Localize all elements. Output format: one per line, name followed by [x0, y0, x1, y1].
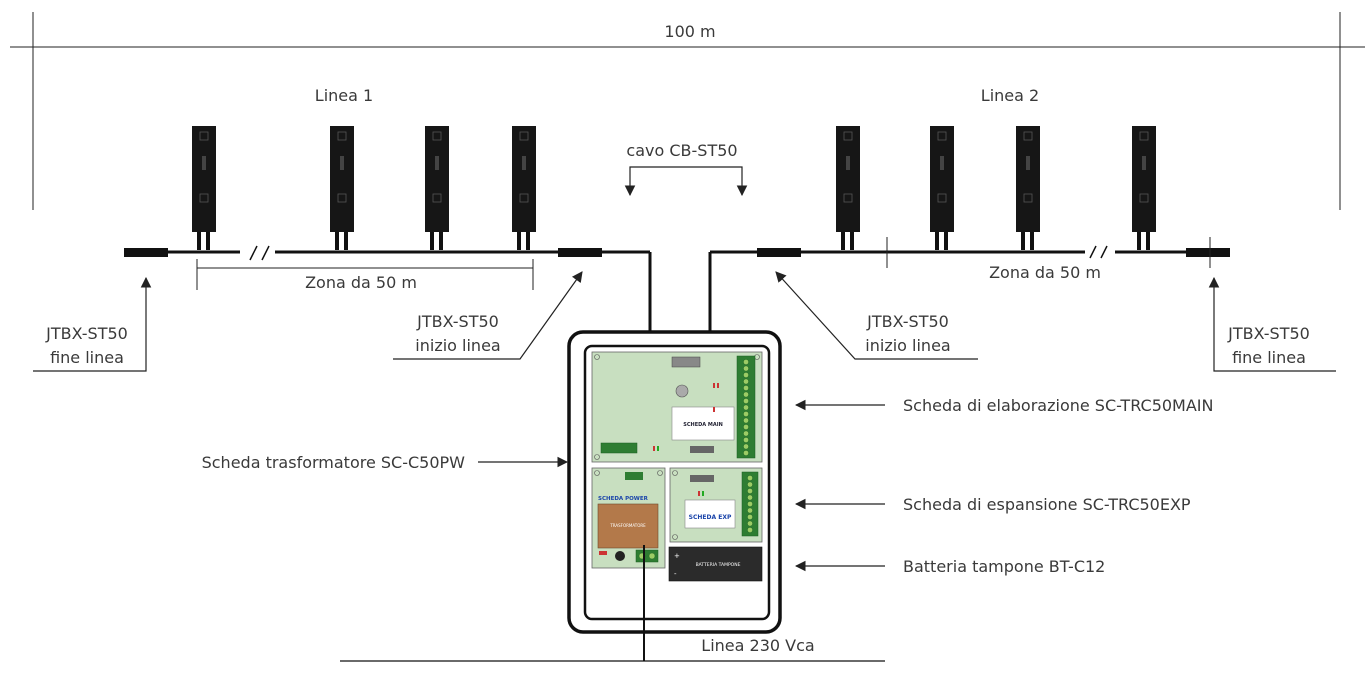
svg-text:inizio linea: inizio linea	[865, 336, 950, 355]
svg-text:Batteria tampone BT-C12: Batteria tampone BT-C12	[903, 557, 1105, 576]
power-supply-line: Linea 230 Vca	[340, 545, 885, 662]
exp-board-chip-label: SCHEDA EXP	[689, 514, 732, 521]
jtbx-right-start	[757, 248, 801, 257]
jtbx-right-end	[1186, 248, 1230, 257]
zone-right: Zona da 50 m	[886, 237, 1211, 282]
svg-text:JTBX-ST50: JTBX-ST50	[866, 312, 949, 331]
callout-main-board: Scheda di elaborazione SC-TRC50MAIN	[794, 396, 1214, 415]
svg-text:Scheda di espansione SC-TRC50E: Scheda di espansione SC-TRC50EXP	[903, 495, 1191, 514]
cable-label: cavo CB-ST50	[626, 141, 737, 160]
callout-transformer-board: Scheda trasformatore SC-C50PW	[202, 453, 569, 472]
sensor-column	[1016, 126, 1040, 250]
svg-text:Scheda di elaborazione SC-TRC5: Scheda di elaborazione SC-TRC50MAIN	[903, 396, 1214, 415]
svg-text:+: +	[674, 552, 680, 560]
callout-battery: Batteria tampone BT-C12	[794, 557, 1105, 576]
sensor-column	[330, 126, 354, 250]
terminal-screw	[747, 475, 753, 481]
zone-left-label: Zona da 50 m	[305, 273, 417, 292]
jtbx-left-start	[558, 248, 602, 257]
sensor-column	[836, 126, 860, 250]
callout-right-start: JTBX-ST50 inizio linea	[775, 271, 978, 360]
main-terminal-block	[743, 359, 749, 456]
svg-text:Scheda trasformatore SC-C50PW: Scheda trasformatore SC-C50PW	[202, 453, 466, 472]
sensor-columns	[192, 126, 1156, 250]
power-board: SCHEDA POWER TRASFORMATORE	[591, 467, 666, 569]
sensor-column	[425, 126, 449, 250]
sensor-column	[512, 126, 536, 250]
jtbx-left-end	[124, 248, 168, 257]
main-board: SCHEDA MAIN	[591, 351, 763, 463]
terminal-screw	[747, 488, 753, 494]
terminal-screw	[747, 514, 753, 520]
line2-label: Linea 2	[981, 86, 1039, 105]
terminal-screw	[743, 385, 749, 391]
sensor-column	[930, 126, 954, 250]
svg-text:fine linea: fine linea	[50, 348, 124, 367]
terminal-screw	[747, 520, 753, 527]
terminal-screw	[747, 501, 753, 507]
sensor-column	[192, 126, 216, 250]
main-board-chip-label: SCHEDA MAIN	[683, 422, 723, 428]
terminal-screw	[743, 372, 749, 378]
terminal-screw	[743, 424, 749, 430]
terminal-screw	[743, 430, 749, 437]
terminal-screw	[743, 437, 749, 443]
terminal-screw	[743, 443, 749, 450]
terminal-screw	[747, 527, 753, 533]
line1-label: Linea 1	[315, 86, 373, 105]
terminal-screw	[743, 359, 749, 365]
terminal-screw	[743, 404, 749, 411]
terminal-screw	[747, 494, 753, 501]
zone-left: Zona da 50 m	[196, 259, 534, 292]
terminal-screw	[743, 398, 749, 404]
svg-text:inizio linea: inizio linea	[415, 336, 500, 355]
transformer-label: TRASFORMATORE	[609, 523, 646, 528]
terminal-screw	[747, 481, 753, 488]
terminal-screw	[743, 411, 749, 417]
terminal-screw	[743, 391, 749, 398]
battery: + - BATTERIA TAMPONE	[668, 546, 763, 582]
svg-text:JTBX-ST50: JTBX-ST50	[416, 312, 499, 331]
terminal-screw	[747, 507, 753, 514]
callout-left-end: JTBX-ST50 fine linea	[33, 276, 152, 372]
cable-annotation: cavo CB-ST50	[624, 141, 748, 197]
terminal-screw	[743, 450, 749, 456]
svg-text:JTBX-ST50: JTBX-ST50	[45, 324, 128, 343]
callout-expansion-board: Scheda di espansione SC-TRC50EXP	[794, 495, 1191, 514]
svg-text:-: -	[674, 570, 677, 578]
terminal-screw	[743, 378, 749, 385]
battery-label: BATTERIA TAMPONE	[696, 562, 741, 568]
power-board-label: SCHEDA POWER	[598, 496, 649, 502]
control-box: SCHEDA MAIN SCHEDA POWER TRASFORMATORE	[567, 330, 782, 634]
exp-terminal-block	[747, 475, 753, 533]
callout-right-end: JTBX-ST50 fine linea	[1208, 276, 1336, 372]
expansion-board: SCHEDA EXP	[669, 467, 763, 543]
terminal-screw	[743, 365, 749, 372]
svg-text:fine linea: fine linea	[1232, 348, 1306, 367]
dimension-100m: 100 m	[10, 12, 1365, 210]
power-line-label: Linea 230 Vca	[701, 636, 814, 655]
callout-left-start: JTBX-ST50 inizio linea	[393, 271, 583, 360]
terminal-screw	[743, 417, 749, 424]
dimension-label: 100 m	[664, 22, 715, 41]
svg-text:JTBX-ST50: JTBX-ST50	[1227, 324, 1310, 343]
sensor-column	[1132, 126, 1156, 250]
zone-right-label: Zona da 50 m	[989, 263, 1101, 282]
